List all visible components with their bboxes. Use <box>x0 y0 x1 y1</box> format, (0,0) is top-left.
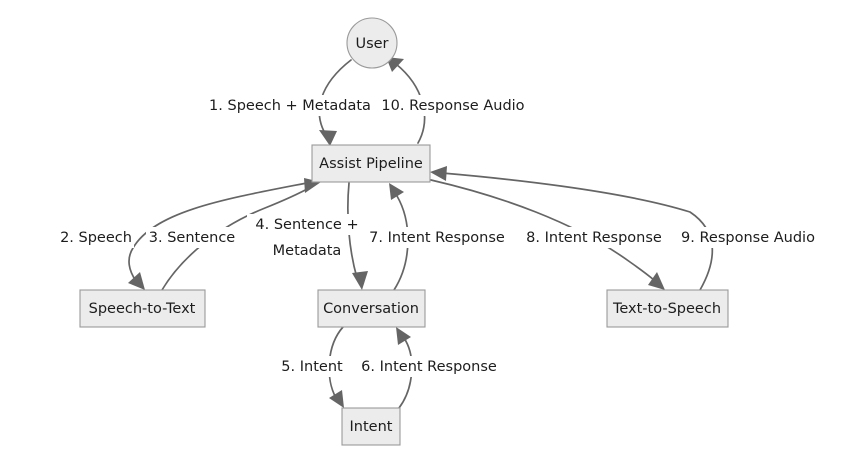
edge-2-arrowhead <box>128 272 145 290</box>
edge-10-arrowhead <box>386 57 404 72</box>
node-user[interactable]: User <box>346 17 398 69</box>
node-text-to-speech[interactable]: Text-to-Speech <box>606 289 729 328</box>
node-conversation-label: Conversation <box>323 301 419 317</box>
edge-5-label-bg <box>277 356 347 377</box>
edge-9-label: 9. Response Audio <box>681 230 815 246</box>
edge-8-label-bg <box>526 227 663 248</box>
edge-3-label: 3. Sentence <box>149 230 236 246</box>
node-assist-pipeline-label: Assist Pipeline <box>319 156 423 172</box>
edge-8-label: 8. Intent Response <box>526 230 662 246</box>
node-conversation[interactable]: Conversation <box>317 289 426 328</box>
edge-3-path <box>161 186 312 291</box>
edge-4-label-line1: 4. Sentence + <box>255 217 358 233</box>
node-text-to-speech-shape <box>606 289 729 328</box>
node-assist-pipeline[interactable]: Assist Pipeline <box>311 144 431 183</box>
node-user-shape <box>346 17 398 69</box>
node-intent[interactable]: Intent <box>341 407 401 446</box>
node-conversation-shape <box>317 289 426 328</box>
edge-6-label-bg <box>359 356 499 377</box>
node-intent-shape <box>341 407 401 446</box>
edge-7-label: 7. Intent Response <box>369 230 505 246</box>
edge-7-arrowhead <box>389 183 404 200</box>
node-speech-to-text-label: Speech-to-Text <box>89 301 196 317</box>
node-intent-label: Intent <box>350 419 393 435</box>
edge-2-label: 2. Speech <box>60 230 132 246</box>
edge-5-label: 5. Intent <box>281 359 343 375</box>
edge-7-label-bg <box>369 227 506 248</box>
edge-2-label-bg <box>58 227 134 248</box>
edge-4-label-line1-bg <box>247 214 367 235</box>
edge-9-arrowhead <box>430 166 447 181</box>
node-text-to-speech-label: Text-to-Speech <box>612 301 721 317</box>
edge-1-arrowhead <box>319 130 337 146</box>
edge-1-label: 1. Speech + Metadata <box>209 98 371 114</box>
edge-3-label-bg <box>146 227 238 248</box>
edge-9-response-audio <box>430 166 714 291</box>
edge-labels: 1. Speech + Metadata 10. Response Audio … <box>58 95 818 377</box>
edge-4-label-line2-bg <box>266 240 348 261</box>
edge-4-arrowhead <box>352 271 368 290</box>
edge-5-arrowhead <box>329 390 344 408</box>
edge-8-arrowhead <box>648 272 665 290</box>
edge-9-path <box>441 172 714 291</box>
node-speech-to-text[interactable]: Speech-to-Text <box>79 289 206 328</box>
edge-6-label: 6. Intent Response <box>361 359 497 375</box>
edge-9-label-bg <box>678 227 818 248</box>
edge-4-label-line2: Metadata <box>273 243 342 259</box>
node-assist-pipeline-shape <box>311 144 431 183</box>
edge-4-sentence-metadata <box>347 182 368 290</box>
edge-1-label-bg <box>208 95 372 116</box>
node-user-label: User <box>355 36 388 52</box>
node-speech-to-text-shape <box>79 289 206 328</box>
edge-10-label-bg <box>378 95 528 116</box>
edge-6-arrowhead <box>396 327 411 345</box>
edge-10-label: 10. Response Audio <box>381 98 524 114</box>
